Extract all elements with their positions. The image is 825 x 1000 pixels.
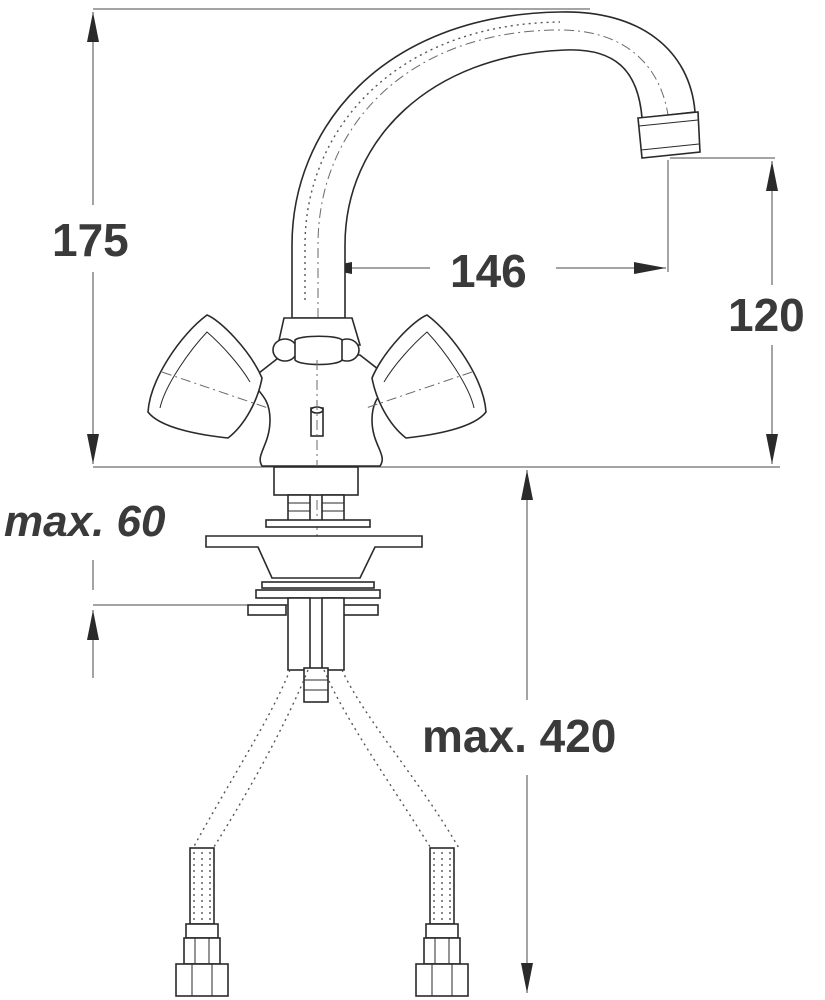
hose-arrow-top [521,470,533,500]
popup-rod-lower [303,667,329,703]
handle-left [147,314,269,439]
flexible-hoses [175,669,469,997]
left-handle-body [147,314,263,439]
faucet-body [248,317,394,560]
mounting-plate [205,535,423,579]
clamp-plate [255,589,381,599]
aerator-ring [640,143,700,151]
hose-arrow-bottom [521,963,533,993]
spout [291,11,701,319]
collar-center-nut [294,335,343,366]
hose-left-outline-b [211,669,309,851]
spout-height-arrow-top [766,161,778,191]
right-handle-body [371,314,487,439]
fixing-nut-right [341,604,379,616]
spout-reach-label: 146 [450,245,527,297]
hose-left-ferrule [185,923,219,939]
hose-left-connector [175,963,229,997]
fixing-nut-left [247,604,287,616]
handle-right [365,314,487,439]
hose-left-outline-a [191,669,291,851]
spout-centerline [317,29,669,318]
hose-right-nut [423,937,461,965]
mounting-hardware [205,466,423,703]
height-arrow-top [87,12,99,42]
supply-tube-right [321,597,345,671]
washer-lower [261,581,375,589]
hose-right-outline-a [323,669,433,851]
hose-left-sleeve [189,847,215,925]
supply-tube-left [287,597,311,671]
deck-arrow [87,610,99,640]
spout-contour-line [304,21,561,300]
spout-height-label: 120 [728,289,805,341]
right-handle-axis [365,371,473,409]
spout-height-arrow-bottom [766,434,778,464]
height-arrow-bottom [87,434,99,464]
collar-nut-left [272,338,298,362]
hose-length-label: max. 420 [422,710,616,762]
right-handle-facet [383,331,475,409]
hose-right-ferrule [425,923,459,939]
spout-body [291,11,696,319]
hose-left-nut [183,937,221,965]
base-shank [273,466,359,496]
reach-arrow-right [634,262,666,274]
aerator-ring [638,119,699,127]
left-handle-facet [159,331,251,409]
hose-right-connector [415,963,469,997]
aerator [637,111,701,159]
deck-thickness-label: max. 60 [4,497,166,546]
left-handle-axis [161,371,269,409]
dimension-lines [87,8,780,993]
washer-upper [265,519,371,528]
total-height-label: 175 [52,214,129,266]
